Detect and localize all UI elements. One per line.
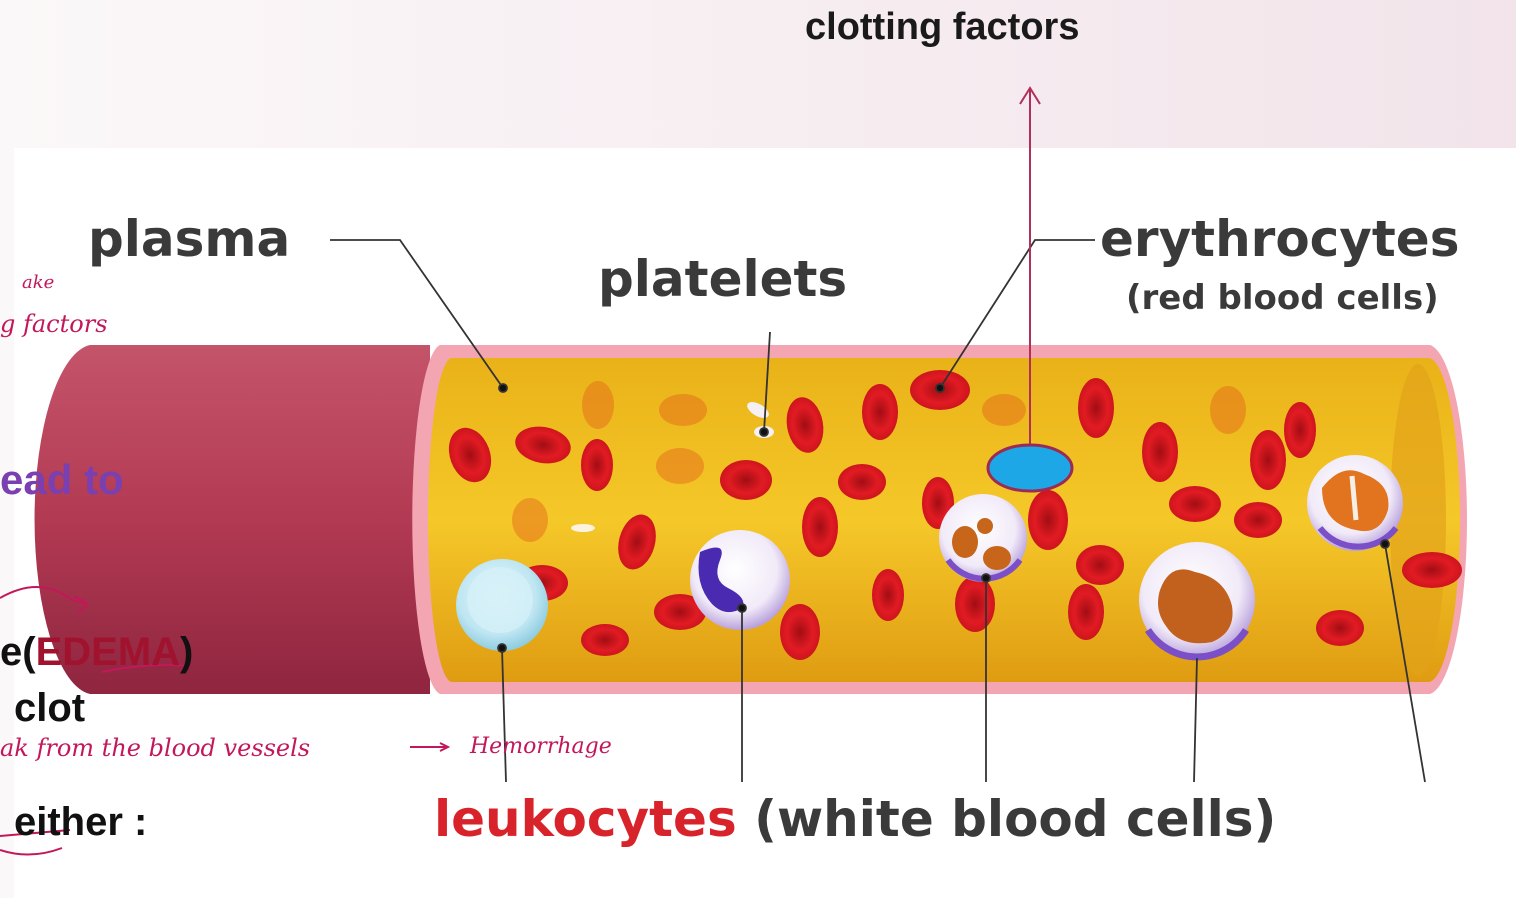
faded-red-blood-cell (656, 448, 704, 484)
edema-text: e(EDEMA) (0, 630, 193, 675)
red-blood-cell (802, 497, 838, 557)
faded-red-blood-cell (512, 498, 548, 542)
lead-to-text: ead to (0, 456, 124, 504)
edema-prefix: e( (0, 630, 36, 674)
clot-text: clot (14, 686, 85, 731)
red-blood-cell (1169, 486, 1221, 522)
handwritten-note: g factors (0, 310, 108, 338)
neutrophil (939, 494, 1027, 582)
red-blood-cell (1316, 610, 1364, 646)
monocyte (690, 530, 790, 630)
red-blood-cell (1068, 584, 1104, 640)
faded-red-blood-cell (582, 381, 614, 429)
faded-red-blood-cell (659, 394, 707, 426)
platelets-leader-dot (760, 428, 768, 436)
handwritten-note: ake (22, 272, 54, 293)
red-blood-cell (1284, 402, 1316, 458)
red-blood-cell (955, 576, 995, 632)
red-blood-cell (1078, 378, 1114, 438)
clotting-factor-marker (988, 445, 1072, 491)
red-blood-cell (1250, 430, 1286, 490)
erythrocytes-label: erythrocytes (1100, 210, 1459, 268)
basophil (1139, 542, 1255, 658)
red-blood-cell (581, 624, 629, 656)
leukocytes-word: leukocytes (434, 790, 737, 848)
red-blood-cell (581, 439, 613, 491)
red-blood-cell (872, 569, 904, 621)
leukocytes-label: leukocytes (white blood cells) (434, 790, 1276, 848)
red-blood-cell (862, 384, 898, 440)
eosinophil (1307, 455, 1403, 551)
handwritten-note-hemorrhage: Hemorrhage (470, 734, 612, 759)
faded-red-blood-cell (1210, 386, 1246, 434)
erythrocytes-leader-dot (936, 384, 944, 392)
edema-word: EDEMA (36, 630, 180, 674)
edema-suffix: ) (180, 630, 193, 674)
lymphocyte (456, 559, 548, 651)
either-text: either : (14, 800, 147, 845)
red-blood-cell (780, 604, 820, 660)
platelet (571, 524, 595, 532)
red-blood-cell (720, 460, 772, 500)
red-blood-cell (1142, 422, 1178, 482)
plasma-label: plasma (88, 210, 290, 268)
erythrocytes-sublabel: (red blood cells) (1126, 278, 1439, 318)
leukocytes-sublabel: (white blood cells) (754, 790, 1276, 848)
clotting-factors-label: clotting factors (805, 6, 1079, 49)
red-blood-cell (1028, 490, 1068, 550)
red-blood-cell (1076, 545, 1124, 585)
red-blood-cell (838, 464, 886, 500)
platelets-label: platelets (598, 250, 847, 308)
handwritten-note: ak from the blood vessels (0, 734, 310, 762)
red-blood-cell (1402, 552, 1462, 588)
hemorrhage-arrow (410, 743, 448, 751)
plasma-leader-dot (499, 384, 507, 392)
red-blood-cell (1234, 502, 1282, 538)
faded-red-blood-cell (982, 394, 1026, 426)
